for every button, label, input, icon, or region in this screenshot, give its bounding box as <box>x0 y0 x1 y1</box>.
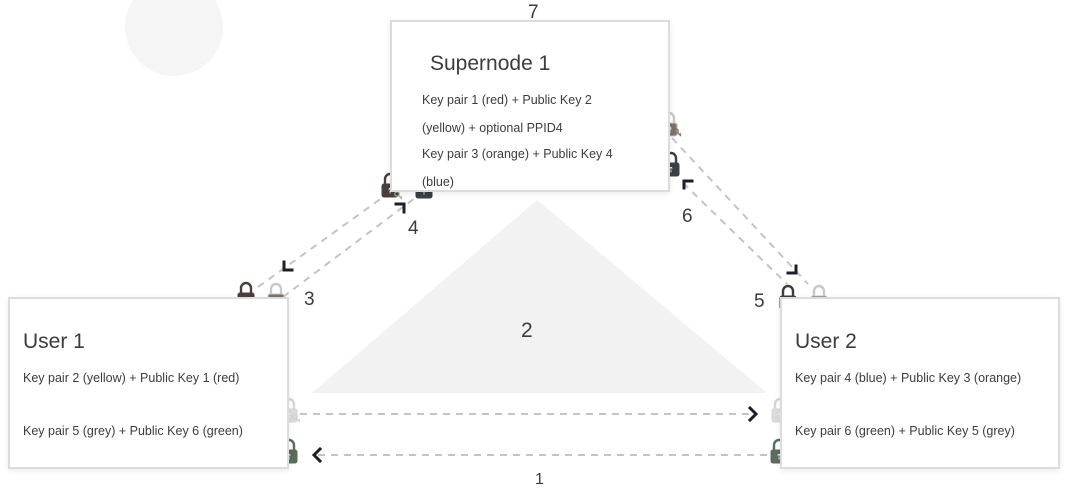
key-icon <box>394 191 403 200</box>
user2-line: Key pair 6 (green) + Public Key 5 (grey) <box>795 424 1015 438</box>
user1-box: User 1 Key pair 2 (yellow) + Public Key … <box>8 297 289 469</box>
arrow-head-icon <box>682 179 694 190</box>
supernode-line: (yellow) + optional PPID4 <box>422 121 563 135</box>
supernode-line: Key pair 3 (orange) + Public Key 4 <box>422 147 613 161</box>
step-number-2: 2 <box>521 319 533 342</box>
connector-line <box>282 197 416 298</box>
supernode-title: Supernode 1 <box>430 52 551 75</box>
step-number-5: 5 <box>754 291 765 312</box>
supernode-box: Supernode 1 Key pair 1 (red) + Public Ke… <box>390 20 670 192</box>
user1-line: Key pair 2 (yellow) + Public Key 1 (red) <box>23 371 240 385</box>
central-triangle <box>312 200 767 393</box>
step-number-4: 4 <box>408 218 419 239</box>
user2-box: User 2 Key pair 4 (blue) + Public Key 3 … <box>780 297 1060 469</box>
user1-title: User 1 <box>23 330 85 353</box>
step-number-6: 6 <box>682 206 693 227</box>
user2-title: User 2 <box>795 330 857 353</box>
step-number-1: 1 <box>535 471 544 488</box>
supernode-line: (blue) <box>422 175 454 189</box>
arrow-head-icon <box>282 260 294 272</box>
connector-line <box>257 194 387 288</box>
connector-line <box>682 182 788 285</box>
step-number-7: 7 <box>528 2 539 23</box>
user1-line: Key pair 5 (grey) + Public Key 6 (green) <box>23 424 243 438</box>
arrow-head-icon <box>311 446 323 464</box>
decorative-circle <box>125 0 223 76</box>
arrow-heads <box>282 179 798 464</box>
user2-line: Key pair 4 (blue) + Public Key 3 (orange… <box>795 371 1022 385</box>
step-number-3: 3 <box>304 289 315 310</box>
connector-lines <box>257 137 809 456</box>
arrow-head-icon <box>786 264 798 275</box>
arrow-head-icon <box>394 202 406 214</box>
arrow-head-icon <box>747 405 759 423</box>
supernode-line: Key pair 1 (red) + Public Key 2 <box>422 93 592 107</box>
